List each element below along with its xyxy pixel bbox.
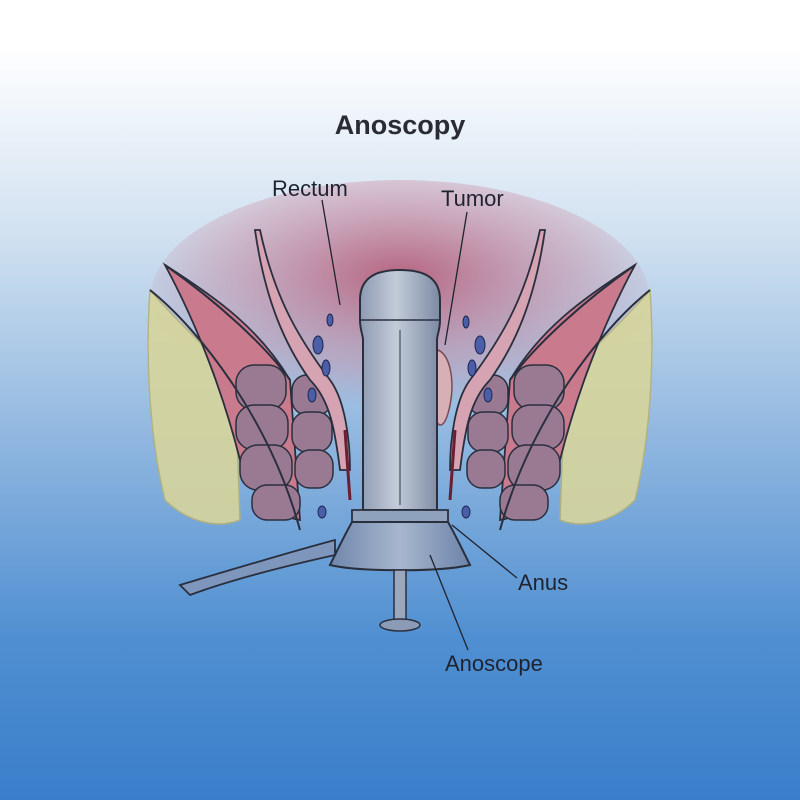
fat-tissue-left xyxy=(147,288,241,525)
blood-vessels xyxy=(307,313,493,519)
sphincter-left xyxy=(235,364,334,521)
anoscope-stem xyxy=(393,569,407,621)
rectal-wall-left xyxy=(253,229,351,471)
diagram-title: Anoscopy xyxy=(334,110,466,140)
label-anoscope: Anoscope xyxy=(445,651,543,676)
anoscope-cone xyxy=(328,521,472,572)
anal-canal xyxy=(343,429,457,501)
anoscope-handle xyxy=(178,538,336,597)
rectal-wall-right xyxy=(449,229,547,471)
label-tumor: Tumor xyxy=(441,186,504,211)
anoscope-flange xyxy=(351,509,449,523)
label-rectum: Rectum xyxy=(272,176,348,201)
fat-tissue-right xyxy=(559,288,653,525)
leader-lines xyxy=(321,199,518,651)
anoscope-stem-cap xyxy=(379,618,421,632)
buttock-outline xyxy=(149,264,651,531)
label-anus: Anus xyxy=(518,570,569,595)
